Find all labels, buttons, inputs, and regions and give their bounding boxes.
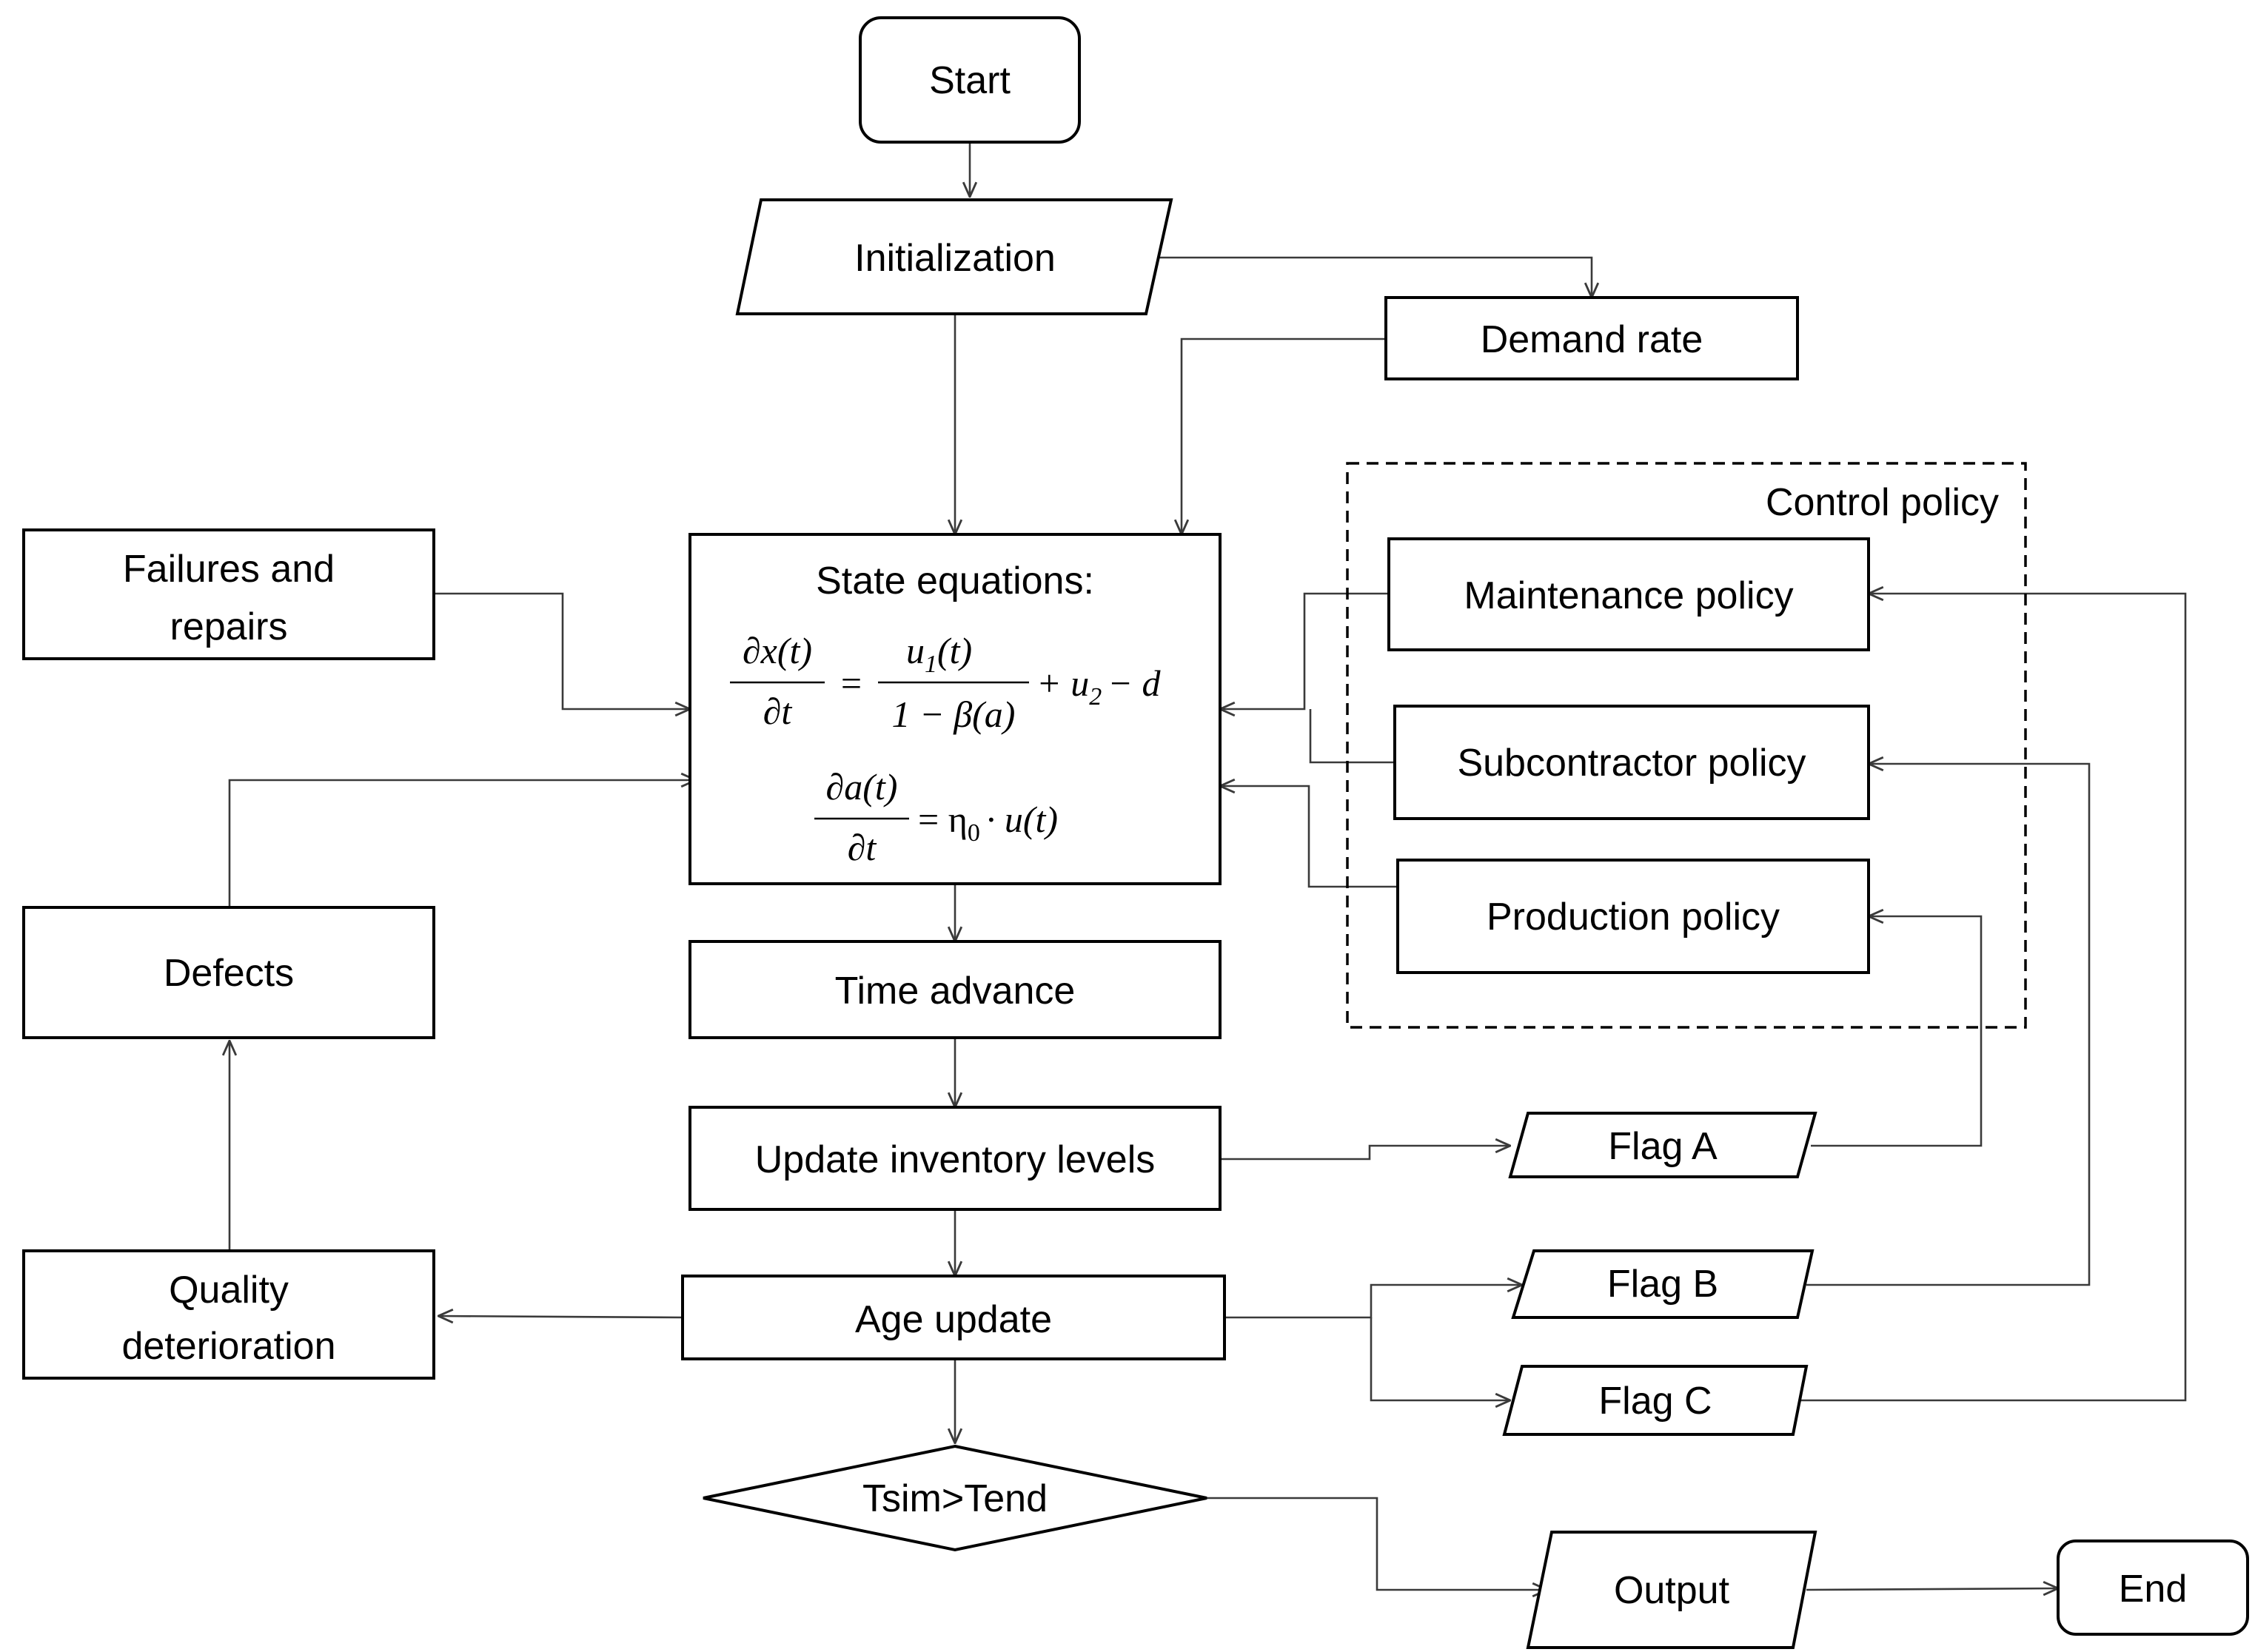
edge-failures-to-state-equations	[434, 592, 690, 709]
node-defects[interactable]: Defects	[22, 906, 435, 1039]
edge-flag-b-to-subcontractor	[1806, 764, 2091, 1286]
node-start[interactable]: Start	[859, 16, 1081, 144]
node-end[interactable]: End	[2057, 1539, 2249, 1636]
eq2-left-numerator: ∂a(t)	[826, 766, 898, 807]
node-flag-a[interactable]: Flag A	[1508, 1112, 1817, 1178]
production-policy-label: Production policy	[1487, 896, 1780, 939]
edge-age-update-to-flag-c	[1370, 1317, 1510, 1400]
failures-label-line2: repairs	[170, 605, 288, 648]
quality-label-line2: deterioration	[121, 1325, 335, 1368]
flag-a-label: Flag A	[1608, 1125, 1718, 1168]
edge-demand-rate-to-state-equations	[1182, 338, 1386, 534]
demand-rate-label: Demand rate	[1481, 318, 1703, 361]
output-label: Output	[1614, 1569, 1730, 1612]
node-maintenance-policy[interactable]: Maintenance policy	[1387, 537, 1870, 651]
age-update-label: Age update	[855, 1298, 1052, 1341]
control-policy-group: Control policy	[1346, 462, 2027, 1029]
eq1-right-denominator: 1 − β(a)	[892, 694, 1016, 735]
node-subcontractor-policy[interactable]: Subcontractor policy	[1393, 705, 1870, 820]
edge-subcontractor-to-state-equations	[1309, 709, 1395, 764]
eq1-right-numerator: u1(t)	[906, 630, 972, 678]
control-policy-label: Control policy	[1766, 481, 1999, 524]
node-update-inventory-levels[interactable]: Update inventory levels	[688, 1106, 1222, 1211]
node-production-policy[interactable]: Production policy	[1396, 859, 1870, 974]
flag-c-label: Flag C	[1598, 1380, 1712, 1423]
initialization-label: Initialization	[854, 237, 1056, 280]
defects-label: Defects	[164, 952, 294, 995]
node-flag-b[interactable]: Flag B	[1511, 1249, 1815, 1319]
node-decision-tsim-tend[interactable]: Tsim>Tend	[703, 1444, 1207, 1552]
node-initialization[interactable]: Initialization	[735, 198, 1173, 315]
decision-label: Tsim>Tend	[862, 1477, 1048, 1520]
edge-age-update-to-flag-b	[1224, 1285, 1522, 1319]
node-output[interactable]: Output	[1526, 1531, 1817, 1649]
equation-inventory: ∂x(t) ∂t = u1(t) 1 − β(a) + u2− d	[730, 630, 1161, 735]
edge-defects-to-state-equations	[228, 780, 696, 907]
edge-flag-a-to-production	[1811, 916, 1983, 1147]
edge-flag-c-to-maintenance	[1800, 594, 2187, 1402]
node-time-advance[interactable]: Time advance	[688, 940, 1222, 1039]
maintenance-policy-label: Maintenance policy	[1464, 574, 1793, 617]
node-state-equations[interactable]: State equations: ∂x(t) ∂t = u1(t) 1 − β(…	[688, 533, 1222, 885]
edge-decision-to-output	[1207, 1497, 1547, 1590]
node-quality-deterioration[interactable]: Quality deterioration	[22, 1249, 435, 1380]
state-equations-title: State equations:	[816, 560, 1094, 602]
start-label: Start	[929, 59, 1011, 102]
eq1-equals: =	[841, 662, 862, 704]
failures-label-line1: Failures and	[123, 548, 335, 591]
end-label: End	[2119, 1568, 2188, 1611]
node-age-update[interactable]: Age update	[681, 1275, 1226, 1360]
eq1-left-denominator: ∂t	[763, 691, 793, 732]
eq1-tail: + u2− d	[1036, 662, 1161, 711]
eq2-left-denominator: ∂t	[848, 827, 877, 868]
control-policy-dashed-frame	[1346, 462, 2027, 1029]
edge-maintenance-to-state-equations	[1220, 592, 1389, 709]
subcontractor-policy-label: Subcontractor policy	[1457, 742, 1806, 785]
update-inventory-label: Update inventory levels	[755, 1138, 1156, 1181]
time-advance-label: Time advance	[835, 970, 1076, 1013]
edge-initialization-to-demand-rate	[1156, 256, 1592, 298]
equation-age: ∂a(t) ∂t = η0· u(t)	[814, 766, 1058, 868]
edge-age-update-to-quality	[438, 1316, 683, 1317]
node-demand-rate[interactable]: Demand rate	[1384, 296, 1799, 380]
node-failures-and-repairs[interactable]: Failures and repairs	[22, 528, 435, 660]
node-flag-c[interactable]: Flag C	[1502, 1365, 1809, 1436]
flag-b-label: Flag B	[1607, 1263, 1718, 1306]
quality-label-line1: Quality	[169, 1269, 289, 1312]
edge-production-to-state-equations	[1220, 786, 1398, 888]
edge-output-to-end	[1806, 1588, 2058, 1590]
edge-update-inventory-to-flag-a	[1220, 1146, 1510, 1161]
eq2-right: = η0· u(t)	[918, 799, 1058, 847]
eq1-left-numerator: ∂x(t)	[743, 630, 812, 671]
